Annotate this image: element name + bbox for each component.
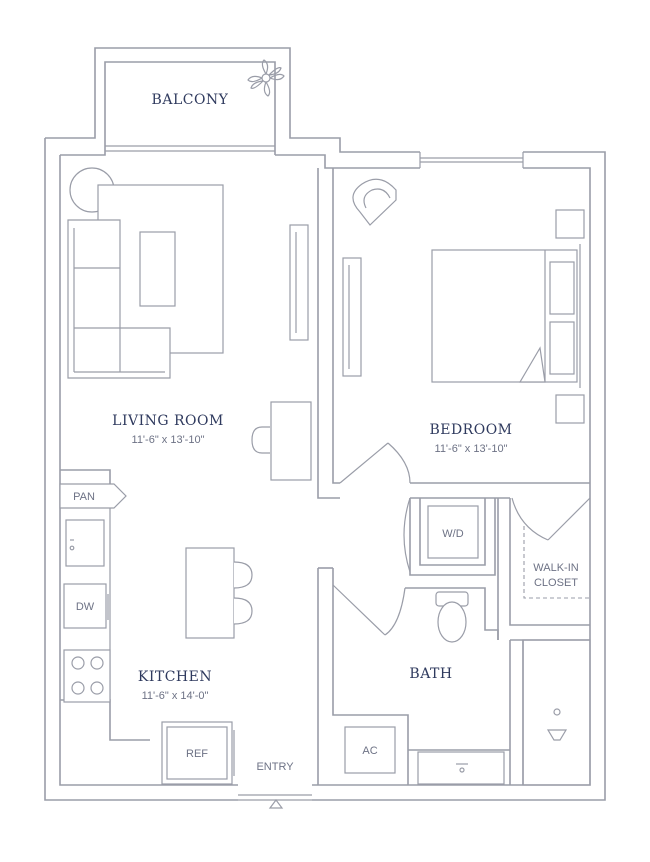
bath-fixtures [344, 505, 591, 786]
nightstand-top [555, 209, 585, 239]
label-ac: AC [362, 745, 377, 757]
outer-walls [44, 47, 606, 801]
kitchen-fixtures [59, 483, 253, 785]
label-washer-dryer: W/D [442, 528, 463, 540]
stool-bottom [233, 597, 253, 625]
label-closet: CLOSET [534, 577, 578, 589]
room-labels: BALCONY LIVING ROOM 11'-6" x 13'-10" BED… [73, 92, 579, 773]
living-furniture [67, 167, 312, 481]
lounge-chair [352, 178, 397, 226]
desk [270, 401, 312, 481]
label-walk-in: WALK-IN [533, 562, 578, 574]
label-refrigerator: REF [186, 748, 208, 760]
dishwasher [63, 583, 107, 629]
desk-chair [251, 426, 270, 454]
label-entry: ENTRY [256, 761, 294, 773]
media-console [289, 224, 309, 341]
washer-dryer [427, 505, 479, 559]
dresser [342, 257, 362, 377]
pillow-top [549, 261, 575, 315]
coffee-table [139, 231, 176, 307]
label-balcony: BALCONY [152, 92, 229, 108]
shower [522, 639, 591, 786]
label-pantry: PAN [73, 491, 95, 503]
closet-shelving [523, 526, 590, 599]
toilet-bowl [437, 601, 467, 643]
stool-top [233, 561, 253, 589]
label-living-room: LIVING ROOM [112, 413, 224, 429]
bedroom-window [419, 152, 524, 168]
kitchen-sink [65, 519, 105, 567]
pillow-bottom [549, 321, 575, 375]
kitchen-island [185, 547, 235, 639]
dim-kitchen: 11'-6" x 14'-0" [142, 690, 209, 702]
pantry [59, 483, 127, 509]
range [63, 649, 111, 703]
sofa [67, 219, 171, 379]
label-kitchen: KITCHEN [138, 669, 212, 685]
dim-bedroom: 11'-6" x 13'-10" [435, 443, 508, 455]
plant-icon [247, 59, 285, 97]
dim-living-room: 11'-6" x 13'-10" [132, 434, 205, 446]
balcony-door [105, 145, 275, 152]
label-bath: BATH [409, 666, 452, 682]
bedroom-furniture [342, 178, 585, 424]
nightstand-bottom [555, 394, 585, 424]
ac-unit [344, 726, 396, 774]
refrigerator [161, 721, 233, 785]
label-bedroom: BEDROOM [429, 422, 512, 438]
label-dishwasher: DW [76, 601, 95, 613]
doors [238, 442, 591, 809]
